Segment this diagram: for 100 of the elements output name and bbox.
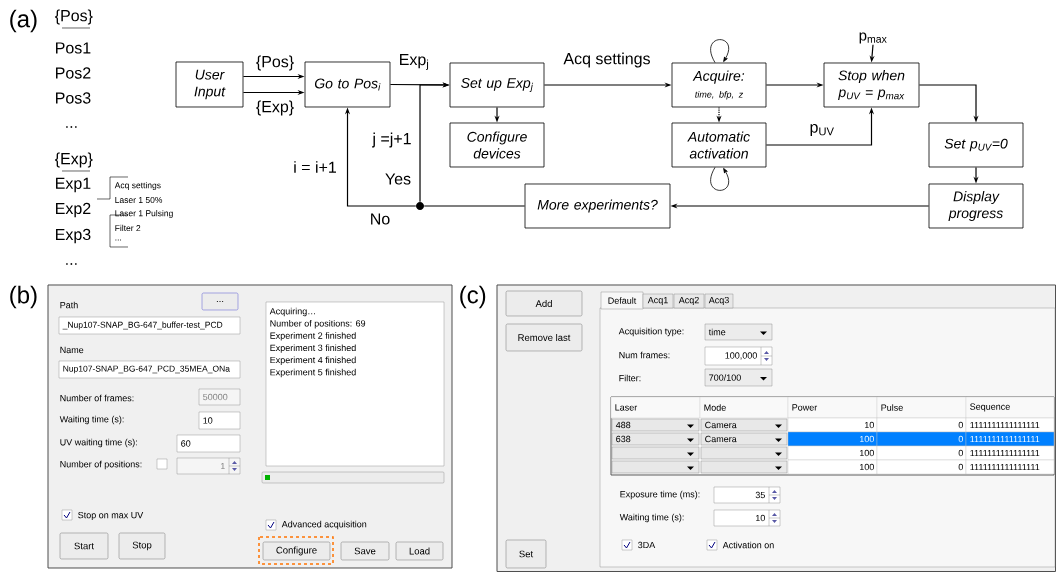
decision-box: More experiments? [524, 183, 671, 229]
spin-box: 10 [713, 509, 781, 527]
list-item: {Exp} [55, 152, 93, 168]
log-line: Experiment 5 finished [270, 368, 356, 378]
tab: Acq3 [704, 293, 734, 309]
edge-label: No [368, 212, 392, 226]
field-label: UV waiting time (s): [60, 438, 137, 448]
dropdown: 638 [611, 432, 700, 446]
table-cell: 100 [787, 445, 878, 461]
table-cell: 0 [876, 445, 967, 461]
button: Save [340, 541, 390, 561]
dropdown: 700/100 [704, 368, 773, 387]
list-item: Exp3 [56, 228, 91, 244]
process-box: Display progress [928, 183, 1024, 229]
field-label: Acquisition type: [618, 327, 684, 337]
field-label: Number of frames: [60, 394, 134, 402]
column-header: Mode [699, 396, 789, 419]
text-field: 50000 [198, 388, 241, 406]
table-cell: 1111111111111111 [965, 417, 1055, 433]
text-field: Nup107-SNAP_BG-647_PCD_35MEA_ONa [58, 360, 241, 379]
panel-letter: (b) [10, 285, 37, 309]
list-item: Exp2 [56, 202, 91, 218]
table-cell: 0 [876, 459, 967, 475]
process-box: Set up Exp$_{j}$ [449, 62, 545, 108]
edge-label: {Exp} [254, 99, 296, 117]
list-item: Exp1 [56, 177, 91, 193]
spin-box: 100,000 [704, 346, 773, 366]
button: Start [59, 532, 109, 560]
edge-label: Yes [383, 172, 413, 186]
button: Remove last [505, 323, 583, 352]
dropdown: Camera [700, 418, 788, 432]
text-field: 60 [176, 434, 241, 453]
edge-label: {Pos} [254, 54, 296, 72]
button: ... [201, 292, 239, 311]
field-label: Number of positions: [60, 460, 142, 470]
process-box: Stop when p$_{UV}$ = p$_{max}$ [823, 62, 920, 108]
tab: Acq1 [642, 293, 674, 309]
note-text: Acq settings [114, 182, 161, 190]
tab: Acq2 [673, 293, 705, 309]
process-box: Go to Pos$_{i}$ [304, 61, 391, 108]
tab: Default [600, 291, 644, 310]
column-header: Pulse [876, 396, 967, 419]
list-item: ... [66, 126, 77, 128]
checkbox-label: Activation on [722, 541, 774, 549]
panel-letter: (c) [460, 285, 486, 309]
field-label: Waiting time (s): [619, 513, 684, 523]
list-item: Pos1 [56, 42, 91, 54]
table-cell: 0 [876, 431, 967, 447]
button: Set [505, 539, 547, 569]
column-header: Power [787, 396, 878, 419]
process-box: Acquire: time, bfp, z [671, 62, 767, 108]
text-field: _Nup107-SNAP_BG-647_buffer-test_PCD [58, 316, 241, 335]
field-label: Num frames: [619, 351, 670, 359]
process-box: User Input [175, 61, 244, 108]
process-box: Set p$_{UV}$=0 [928, 122, 1024, 168]
button: Stop [118, 532, 166, 560]
field-label: Name [60, 346, 84, 354]
loop-counter: i = i+1 [294, 161, 336, 173]
loop-counter: j =j+1 [372, 132, 411, 148]
loop-arrow [710, 167, 730, 191]
note-text: Laser 1 Pulsing [115, 210, 173, 218]
table-cell: 100 [787, 431, 878, 447]
log-line: Experiment 4 finished [270, 356, 356, 365]
log-line: Acquiring… [269, 307, 315, 317]
checkbox-label: Advanced acquisition [281, 520, 367, 530]
spin-box: 1 [176, 457, 241, 475]
list-item: Pos3 [56, 92, 91, 104]
table-cell: 1111111111111111 [965, 459, 1055, 475]
button: Load [395, 541, 444, 561]
text-field: 10 [198, 411, 241, 430]
column-header: Sequence [965, 396, 1055, 419]
field-label: Filter: [619, 374, 641, 382]
edge-label: p$_{UV}$ [808, 123, 836, 137]
list-item: Pos2 [56, 67, 91, 79]
list-item: {Pos} [55, 9, 93, 25]
checkbox-label: 3DA [638, 541, 656, 549]
dropdown: Camera [700, 432, 788, 446]
edge-label: Acq settings [562, 51, 652, 69]
table-cell: 1111111111111111 [965, 445, 1055, 461]
note-text: ... [115, 239, 121, 241]
note-text: Filter 2 [115, 224, 141, 232]
variable-label: p$_{max}$ [859, 32, 887, 44]
field-label: Exposure time (ms): [620, 490, 700, 500]
column-header: Laser [610, 396, 701, 419]
panel-letter: (a) [10, 9, 37, 33]
table-cell: 0 [876, 417, 967, 433]
process-box: Configure devices [449, 122, 545, 168]
edge-label: Exp$_{j}$ [397, 53, 431, 71]
dropdown: 488 [611, 418, 700, 432]
field-label: Waiting time (s): [59, 415, 124, 425]
field-label: Path [60, 301, 78, 309]
table-cell: 10 [787, 417, 878, 433]
dropdown: time [704, 323, 773, 341]
note-text: Laser 1 50% [115, 197, 163, 203]
table-cell: 1111111111111111 [965, 431, 1055, 447]
spin-box: 35 [713, 486, 781, 504]
log-line: Experiment 2 finished [270, 332, 356, 341]
button: Add [505, 290, 583, 317]
loop-arrow [710, 39, 730, 63]
log-line: Experiment 3 finished [270, 344, 356, 353]
